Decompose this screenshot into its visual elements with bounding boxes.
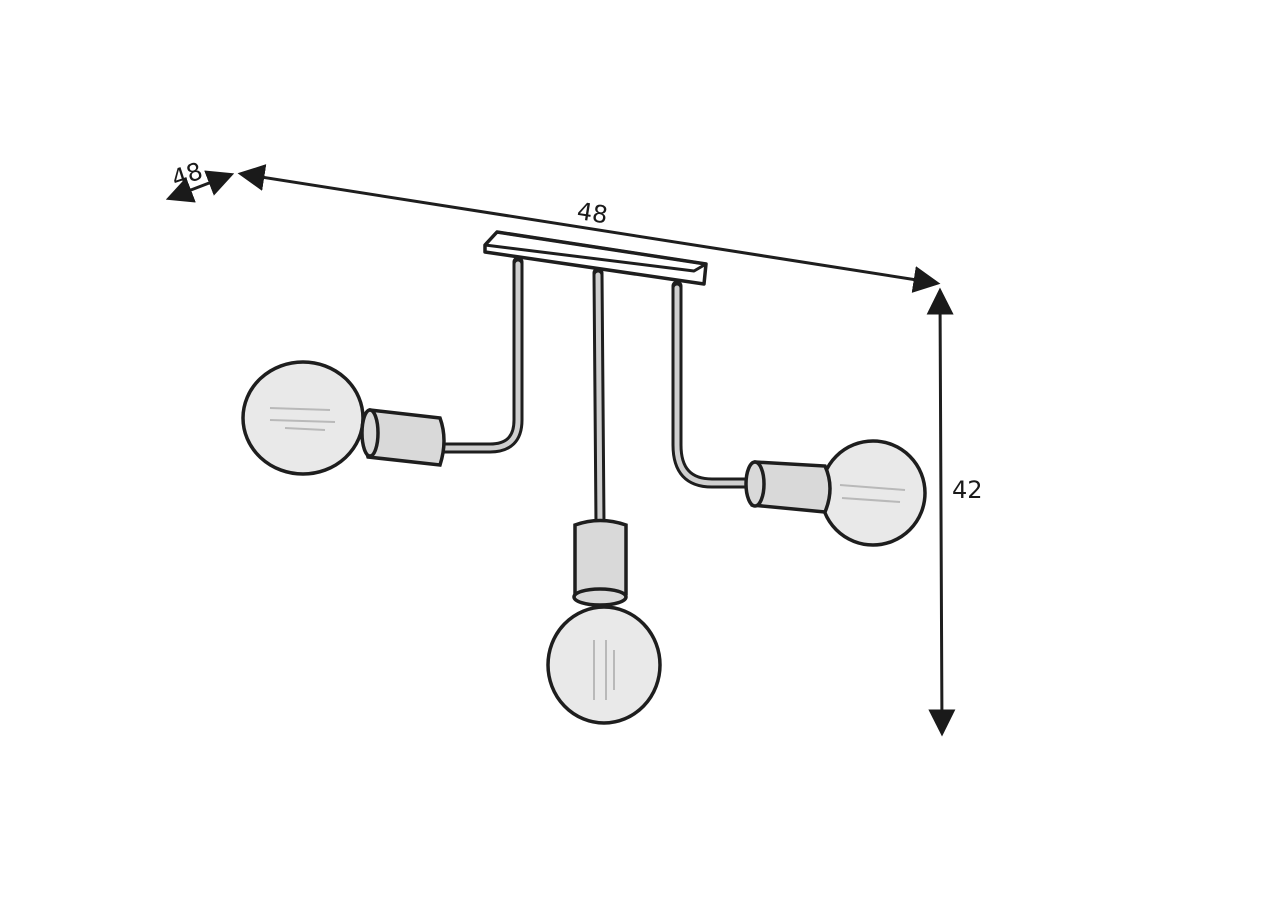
right-bulb-assembly	[744, 439, 927, 547]
height-label: 42	[952, 476, 983, 504]
right-lamp-arm	[671, 280, 766, 489]
height-dimension-line	[926, 287, 956, 737]
center-bulb-assembly	[546, 518, 662, 725]
right-bulb	[819, 439, 927, 547]
left-lamp-arm	[434, 256, 524, 454]
center-bulb	[546, 605, 662, 725]
width-label: 48	[575, 197, 610, 229]
left-bulb	[241, 360, 365, 476]
width-dimension-line	[237, 164, 941, 293]
center-socket	[573, 518, 628, 601]
depth-dimension-line	[165, 170, 235, 203]
center-lamp-arm	[592, 267, 606, 531]
left-bulb-assembly	[241, 360, 446, 476]
